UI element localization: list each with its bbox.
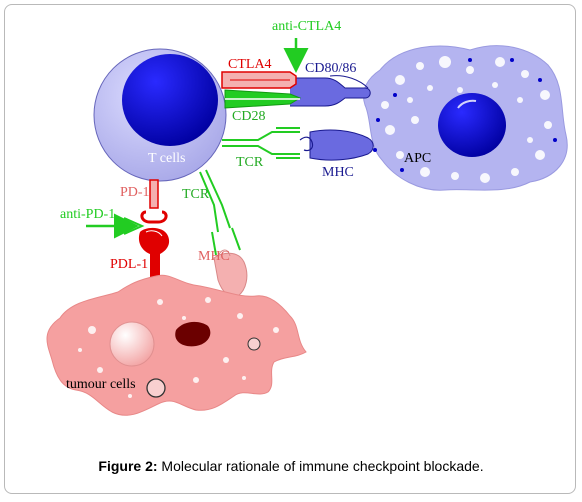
label-anti-pd1: anti-PD-1 <box>60 207 115 222</box>
caption-prefix: Figure 2: <box>98 458 158 474</box>
cd28-receptor <box>224 89 302 109</box>
label-t-cells: T cells <box>148 151 185 166</box>
pdl1-receptor <box>138 227 170 278</box>
label-tcr-bottom: TCR <box>182 187 210 202</box>
label-apc: APC <box>404 151 431 166</box>
label-cd28: CD28 <box>232 109 265 124</box>
cd80-86-receptors <box>290 75 371 107</box>
label-tcr-top: TCR <box>236 155 264 170</box>
label-mhc-top: MHC <box>322 165 354 180</box>
label-anti-ctla4: anti-CTLA4 <box>272 19 341 34</box>
tcr-receptor-top <box>222 127 300 159</box>
ctla4-receptor <box>221 71 297 89</box>
label-mhc-bottom: MHC <box>198 249 230 264</box>
mhc-receptor-top <box>299 129 374 161</box>
tumour-cell <box>46 274 307 416</box>
label-tumour-cells: tumour cells <box>66 377 136 392</box>
label-ctla4: CTLA4 <box>228 57 272 72</box>
apc-nucleus <box>438 93 506 157</box>
label-pd1: PD-1 <box>120 185 150 200</box>
t-cell <box>93 48 227 182</box>
anti-ctla4-arrowhead <box>287 51 305 73</box>
anti-pd1-arrowhead <box>123 217 145 235</box>
apc-nucleus-highlight <box>457 99 477 109</box>
caption-text: Molecular rationale of immune checkpoint… <box>157 458 484 474</box>
pd1-receptor <box>140 179 168 224</box>
label-pdl1: PDL-1 <box>110 257 148 272</box>
label-cd80-86: CD80/86 <box>305 61 356 76</box>
figure-caption: Figure 2: Molecular rationale of immune … <box>0 458 582 474</box>
tcr-receptor-bottom <box>199 169 241 256</box>
